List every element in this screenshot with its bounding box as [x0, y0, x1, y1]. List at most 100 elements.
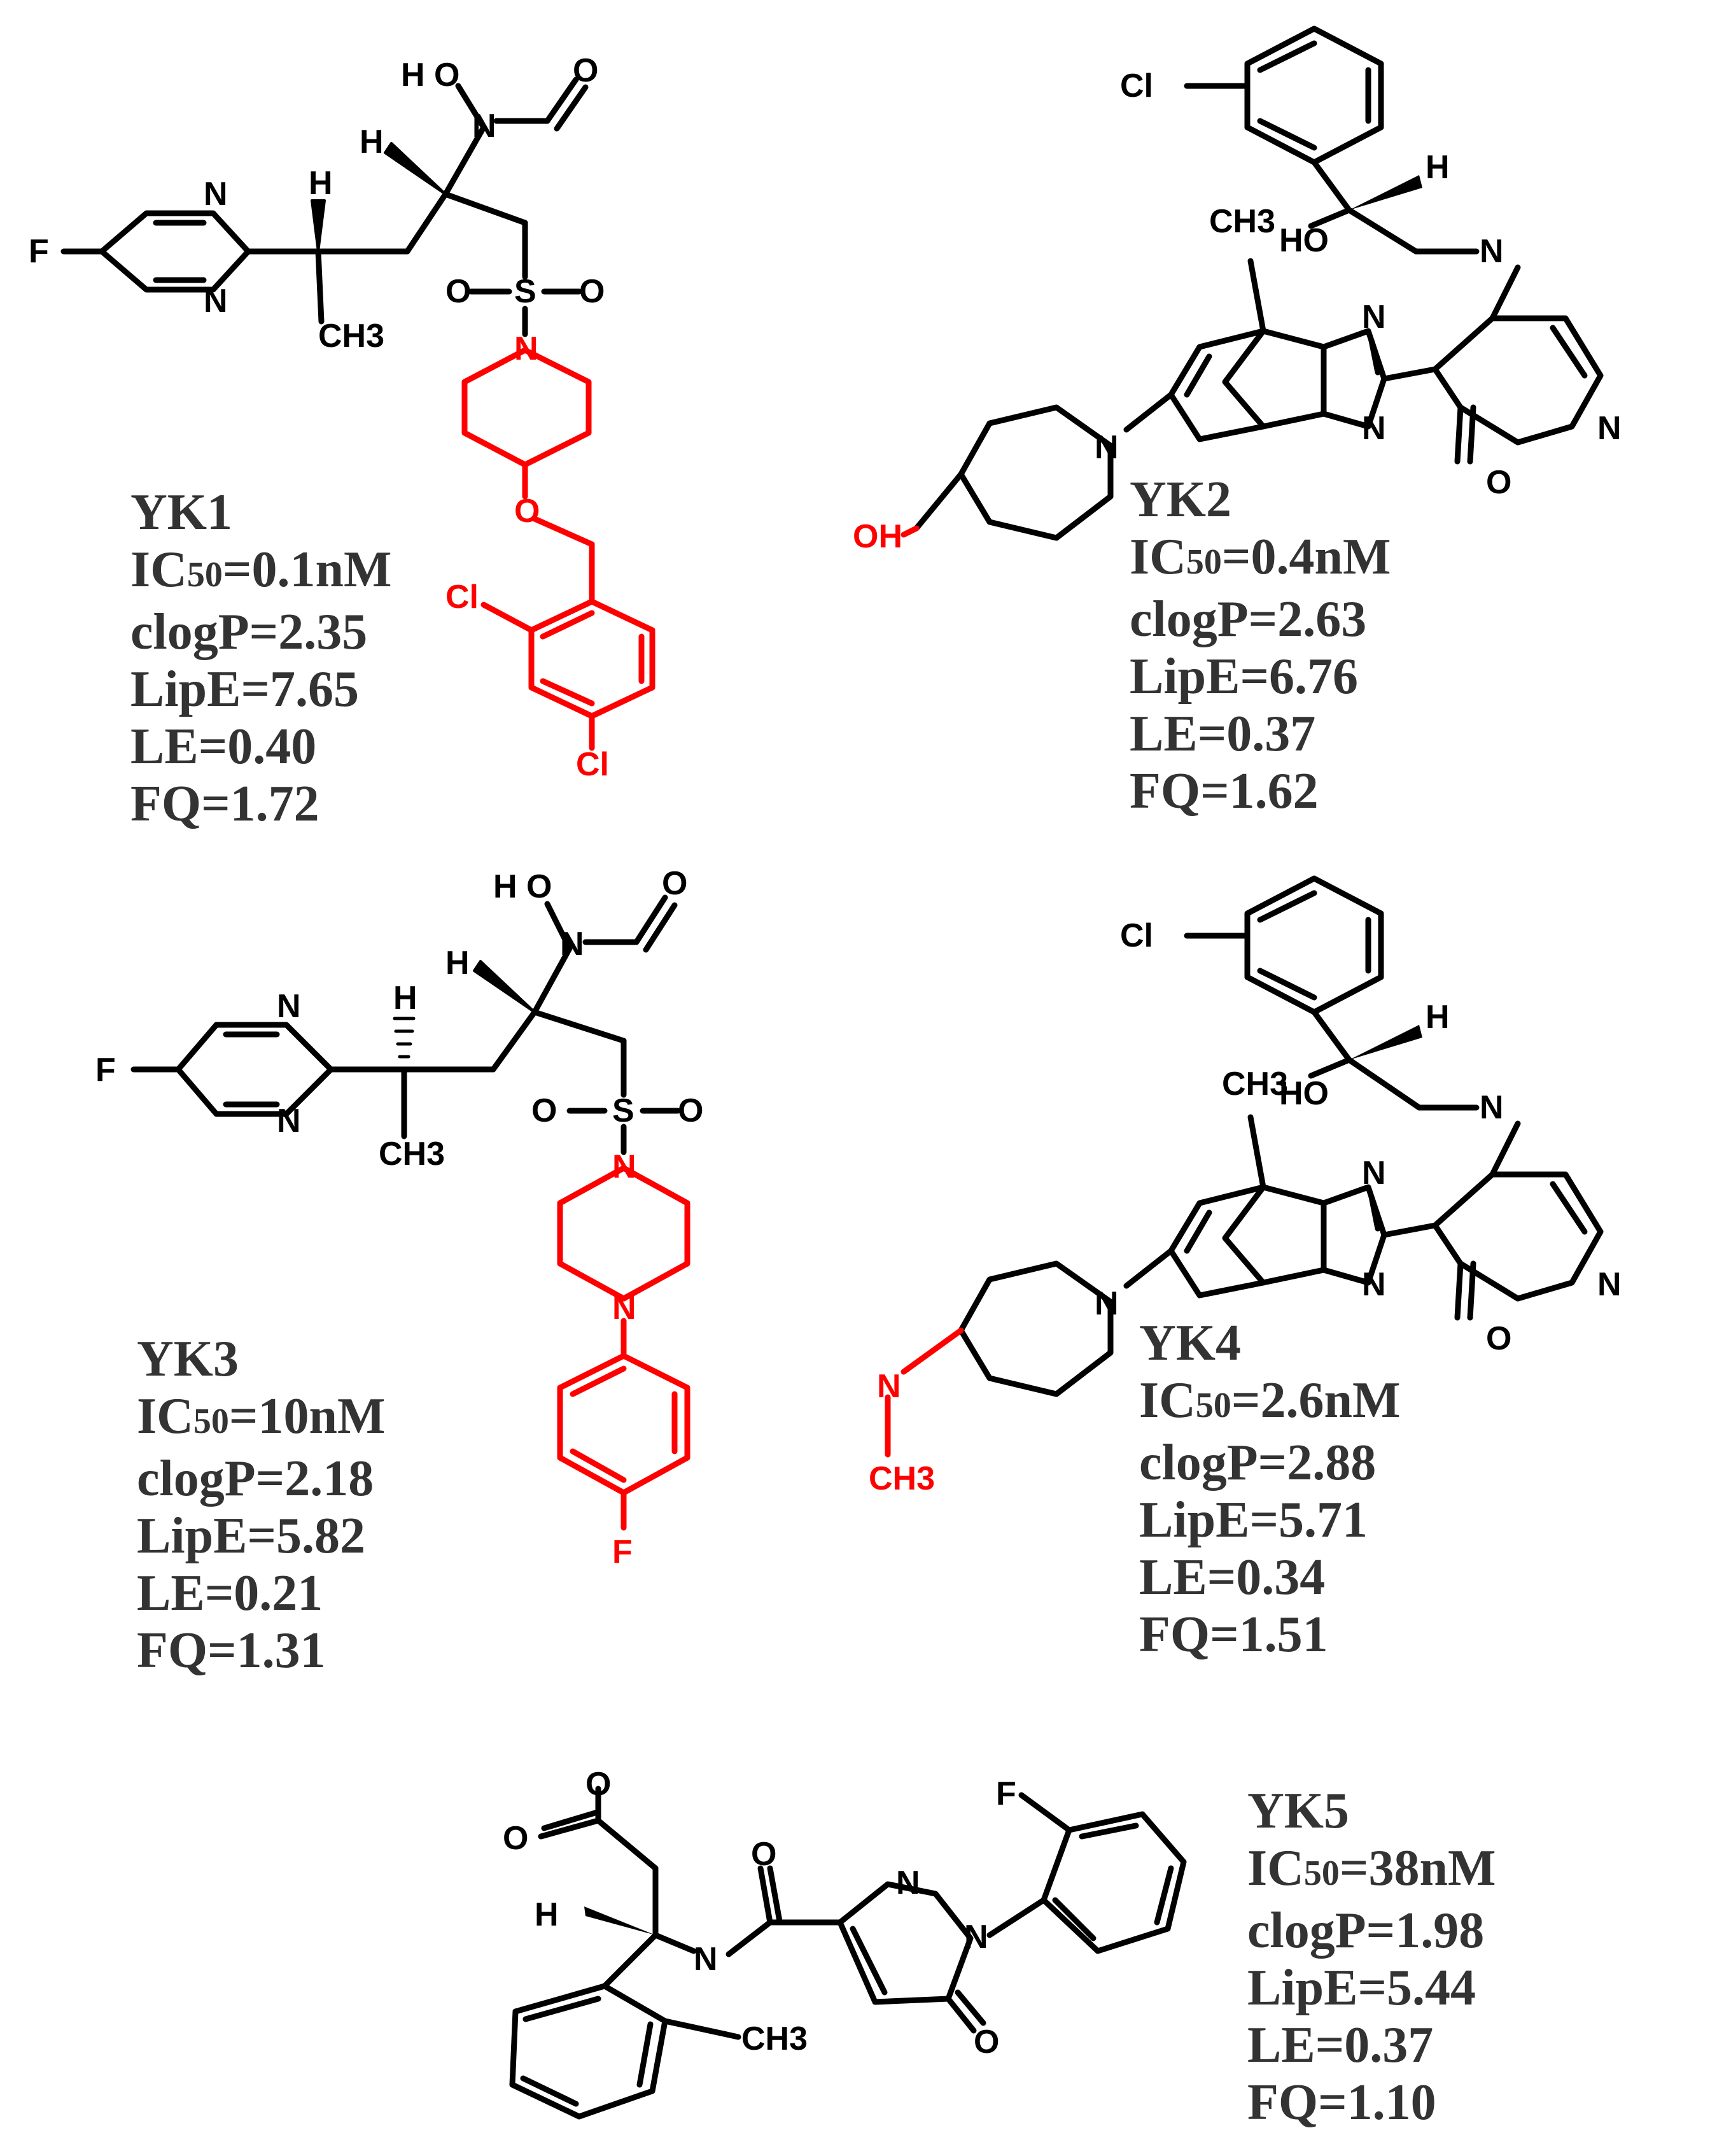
yk1-ic50-label: IC [130, 542, 187, 598]
yk4-atom-n-amine: N [1480, 1089, 1504, 1126]
yk1-fq: FQ=1.72 [130, 776, 319, 832]
yk3-atom-h-wedge: H [445, 945, 470, 982]
yk1-atom-o-sulfonyl-right: O [579, 273, 605, 310]
yk2-atom-n-imidazole-bottom: N [1362, 410, 1386, 447]
yk3-atom-o-formyl: O [662, 865, 687, 902]
yk2-core-bonds [913, 25, 1604, 541]
molecule-yk4: Cl H CH3 HO N N N N O N N CH3 [869, 875, 1622, 1497]
yk3-clogp: clogP=2.18 [137, 1451, 374, 1507]
yk5-atom-n-amide: N [694, 1941, 718, 1978]
yk2-highlight-bonds [901, 525, 920, 538]
yk2-atom-n-piperidine: N [1095, 429, 1119, 466]
yk4-atom-cl: Cl [1120, 917, 1153, 954]
yk1-atom-n-pyrimidine-top: N [204, 176, 228, 213]
yk4-core-bonds [958, 875, 1604, 1397]
yk4-name: YK4 [1139, 1315, 1241, 1371]
yk4-atom-o-carbonyl: O [1486, 1320, 1511, 1357]
yk1-atom-ho: H O [401, 57, 459, 94]
yk4-atom-n-pyridinone: N [1597, 1266, 1622, 1303]
yk1-atom-h-wedge: H [360, 123, 384, 160]
yk3-ic50-value: =10nM [228, 1388, 386, 1444]
yk5-atom-o-amide: O [751, 1836, 776, 1873]
yk3-atom-n-piperazine-bottom: N [612, 1290, 636, 1327]
yk3-ic50-sub: 50 [193, 1402, 229, 1441]
yk4-ic50-sub: 50 [1195, 1386, 1231, 1425]
yk3-core-bonds [130, 894, 681, 1155]
yk5-clogp: clogP=1.98 [1247, 1903, 1485, 1959]
yk1-atom-s: S [514, 273, 536, 310]
yk1-atom-o-sulfonyl-left: O [445, 273, 471, 310]
yk1-atom-n-piperidine: N [514, 330, 538, 367]
yk1-atom-h-methine: H [309, 165, 333, 202]
yk4-wedge [1349, 1025, 1422, 1060]
yk1-atom-n-pyrimidine-bottom: N [204, 283, 228, 320]
yk1-atom-ch3: CH3 [318, 318, 384, 355]
yk4-atom-ho: HO [1279, 1075, 1329, 1112]
yk4-clogp: clogP=2.88 [1139, 1435, 1377, 1491]
yk3-atom-n-pyrimidine-top: N [277, 988, 301, 1025]
yk2-ic50-sub: 50 [1186, 542, 1222, 582]
yk2-atom-n-pyridinone: N [1597, 410, 1622, 447]
yk1-atom-cl-para: Cl [576, 746, 609, 783]
yk4-highlight-bonds [885, 1327, 964, 1458]
yk2-atom-cl: Cl [1120, 67, 1153, 104]
yk5-name: YK5 [1247, 1783, 1349, 1839]
yk2-atom-ho: HO [1279, 222, 1329, 259]
yk4-atom-labels: Cl H CH3 HO N N N N O N N CH3 [869, 917, 1622, 1497]
yk5-atom-n-pyrazole-1: N [896, 1864, 920, 1901]
yk5-lipe: LipE=5.44 [1247, 1960, 1476, 2016]
yk1-atom-n-hydroxyl: N [472, 108, 496, 144]
yk4-atom-ch3-amine: CH3 [869, 1460, 935, 1497]
yk2-wedge [1349, 175, 1422, 210]
yk4-lipe: LipE=5.71 [1139, 1492, 1368, 1548]
yk5-atom-h: H [535, 1896, 559, 1933]
yk5-ic50-value: =38nM [1339, 1840, 1496, 1896]
yk5-ic50: IC50=38nM [1247, 1840, 1496, 1902]
yk1-atom-labels: H O O N H H N N F CH3 O S O N O Cl Cl [29, 52, 609, 783]
yk3-ic50-label: IC [137, 1388, 193, 1444]
yk4-le: LE=0.34 [1139, 1549, 1326, 1605]
yk4-ic50: IC50=2.6nM [1139, 1372, 1401, 1434]
yk1-ic50-value: =0.1nM [222, 542, 392, 598]
yk1-name: YK1 [130, 484, 232, 540]
yk3-atom-ch3: CH3 [379, 1136, 445, 1173]
molecule-yk3: H O O N H H N N F CH3 O S O N N F [95, 865, 703, 1570]
yk1-highlight-bonds [461, 347, 655, 751]
yk4-atom-ch3: CH3 [1222, 1066, 1288, 1103]
yk3-atom-n-piperazine-top: N [612, 1148, 636, 1185]
yk5-atom-o-carboxylate-top: O [585, 1766, 611, 1803]
yk4-atom-n-imidazole-bottom: N [1362, 1266, 1386, 1303]
yk5-properties: YK5 IC50=38nM clogP=1.98 LipE=5.44 LE=0.… [1247, 1782, 1496, 2131]
yk2-atom-ch3: CH3 [1209, 203, 1275, 240]
yk3-le: LE=0.21 [137, 1565, 323, 1621]
yk3-atom-f-para: F [612, 1533, 633, 1570]
yk4-fq: FQ=1.51 [1139, 1607, 1328, 1663]
yk2-clogp: clogP=2.63 [1130, 591, 1367, 647]
yk2-atom-h: H [1426, 149, 1450, 186]
yk5-atom-ch3: CH3 [741, 2020, 808, 2057]
molecule-yk5: O O H N O N N O F CH3 [503, 1766, 1187, 2120]
yk3-atom-f: F [95, 1052, 116, 1089]
yk4-ic50-value: =2.6nM [1231, 1372, 1401, 1428]
yk4-atom-n-piperidine: N [1095, 1285, 1119, 1322]
yk5-atom-o-pyrazolone: O [974, 2024, 999, 2061]
yk1-atom-o-formyl: O [573, 52, 598, 89]
yk3-properties: YK3 IC50=10nM clogP=2.18 LipE=5.82 LE=0.… [137, 1330, 386, 1679]
yk2-properties: YK2 IC50=0.4nM clogP=2.63 LipE=6.76 LE=0… [1130, 471, 1391, 820]
yk1-ic50-sub: 50 [186, 555, 223, 595]
yk1-core-bonds [60, 76, 589, 337]
yk3-atom-h-hashed: H [393, 980, 417, 1017]
molecule-yk2: Cl H CH3 HO N N N N O N OH [853, 25, 1622, 555]
yk3-atom-o-sulfonyl-right: O [678, 1092, 703, 1129]
yk3-atom-ho: H O [493, 868, 552, 905]
yk1-atom-f: F [29, 233, 49, 270]
yk2-name: YK2 [1130, 472, 1231, 528]
yk2-atom-labels: Cl H CH3 HO N N N N O N OH [853, 67, 1622, 555]
yk1-clogp: clogP=2.35 [130, 604, 368, 660]
yk5-wedge [584, 1906, 655, 1935]
yk5-le: LE=0.37 [1247, 2017, 1434, 2073]
yk2-ic50-value: =0.4nM [1221, 529, 1391, 585]
yk2-lipe: LipE=6.76 [1130, 649, 1359, 705]
yk2-atom-n-amine: N [1480, 233, 1504, 270]
